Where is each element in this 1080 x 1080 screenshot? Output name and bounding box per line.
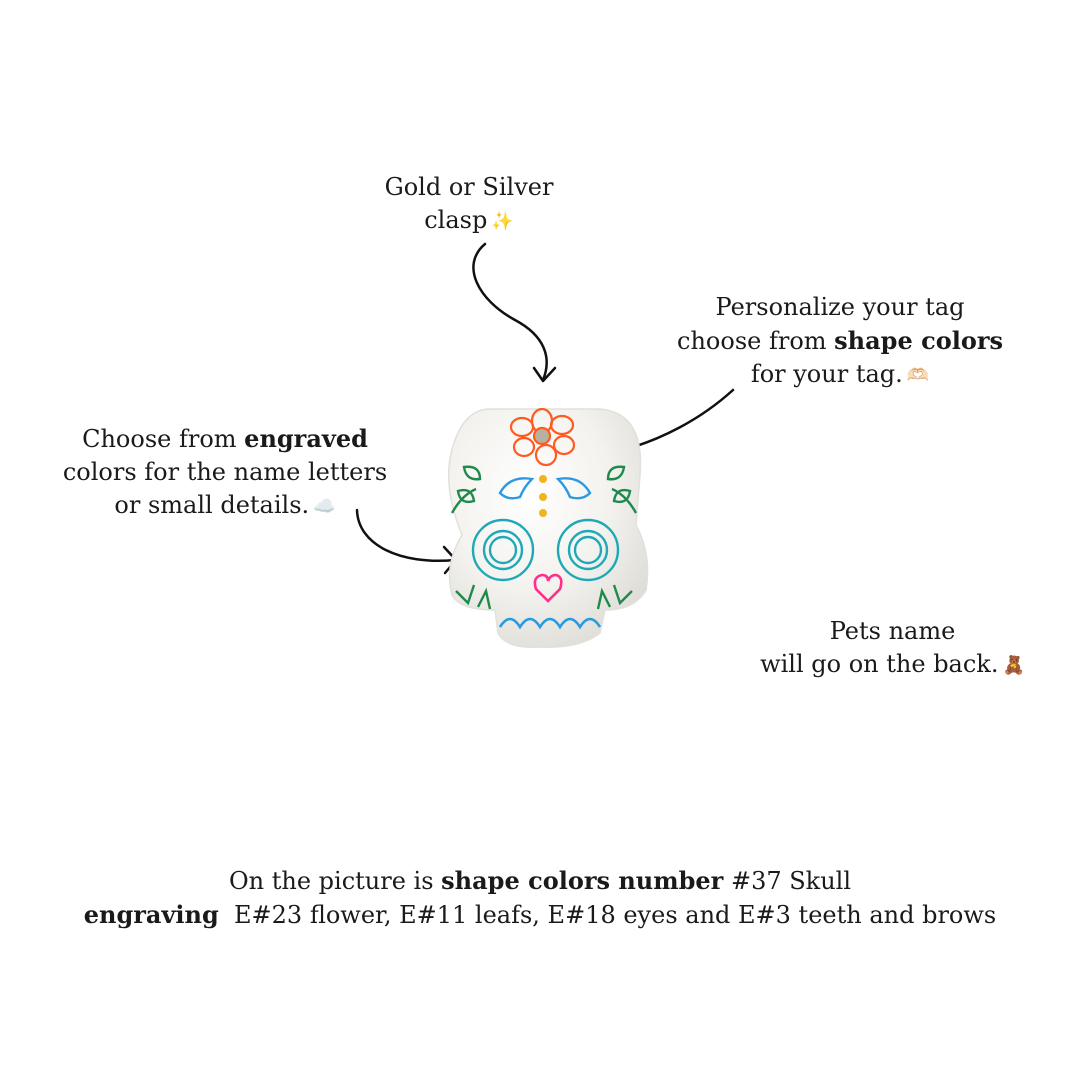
pets-caption-line2-wrap: will go on the back.🧸 (730, 648, 1055, 682)
footer-caption-line1-wrap: On the picture is shape colors number #3… (40, 864, 1040, 898)
footer-line1-prefix: On the picture is (228, 867, 442, 895)
footer-line1-suffix: #37 Skull (723, 867, 852, 895)
shape-caption-line1: Personalize your tag (715, 293, 965, 321)
clasp-caption: Gold or Silver clasp✨ (339, 171, 599, 238)
footer-caption-line2-wrap: engraving E#23 flower, E#11 leafs, E#18 … (40, 898, 1040, 932)
engraved-caption: Choose from engraved colors for the name… (40, 422, 410, 523)
dots-engraving (539, 475, 547, 517)
teeth-engraving (498, 617, 602, 630)
left-eye-engraving (471, 518, 535, 582)
right-eye-engraving (556, 518, 620, 582)
clasp-arrow-icon (472, 242, 557, 383)
footer-line1-bold: shape colors number (441, 866, 724, 895)
pets-caption: Pets name will go on the back.🧸 (730, 615, 1055, 682)
footer-line2-bold: engraving (83, 900, 219, 929)
shape-caption-line3-wrap: for your tag.🫶🏻 (650, 358, 1030, 392)
clasp-caption-line1: Gold or Silver (384, 173, 554, 201)
nose-engraving (533, 573, 563, 603)
cloud-icon: ☁️ (313, 496, 336, 517)
shape-caption-line2-prefix: choose from (677, 327, 835, 355)
footer-line2-suffix: E#23 flower, E#11 leafs, E#18 eyes and E… (218, 901, 997, 929)
shape-caption-line3: for your tag. (750, 360, 903, 388)
engraved-caption-line1-prefix: Choose from (82, 425, 245, 453)
skull-base (447, 408, 649, 648)
skull-tag-image (447, 407, 649, 648)
engraved-caption-line1-bold: engraved (244, 424, 368, 453)
clasp-caption-line2: clasp (424, 206, 488, 234)
pets-caption-line1: Pets name (829, 617, 956, 645)
engraved-caption-line1-wrap: Choose from engraved (40, 422, 410, 456)
shape-caption-line2-wrap: choose from shape colors (650, 324, 1030, 358)
leaf-engraving (450, 465, 638, 610)
shape-caption-line2-bold: shape colors (834, 326, 1003, 355)
flower-engraving (509, 407, 576, 467)
teddy-bear-icon: 🧸 (1002, 655, 1025, 676)
pets-caption-line2: will go on the back. (760, 650, 999, 678)
shape-caption: Personalize your tag choose from shape c… (650, 291, 1030, 392)
engraved-caption-line2: colors for the name letters (62, 458, 388, 486)
engraved-caption-line3-wrap: or small details.☁️ (40, 489, 410, 523)
heart-hands-icon: 🫶🏻 (906, 365, 930, 386)
clasp-caption-line2-wrap: clasp✨ (339, 204, 599, 238)
engraved-caption-line3: or small details. (114, 491, 310, 519)
sparkles-icon: ✨ (491, 211, 514, 232)
brow-engraving (498, 477, 592, 500)
footer-caption: On the picture is shape colors number #3… (40, 864, 1040, 932)
